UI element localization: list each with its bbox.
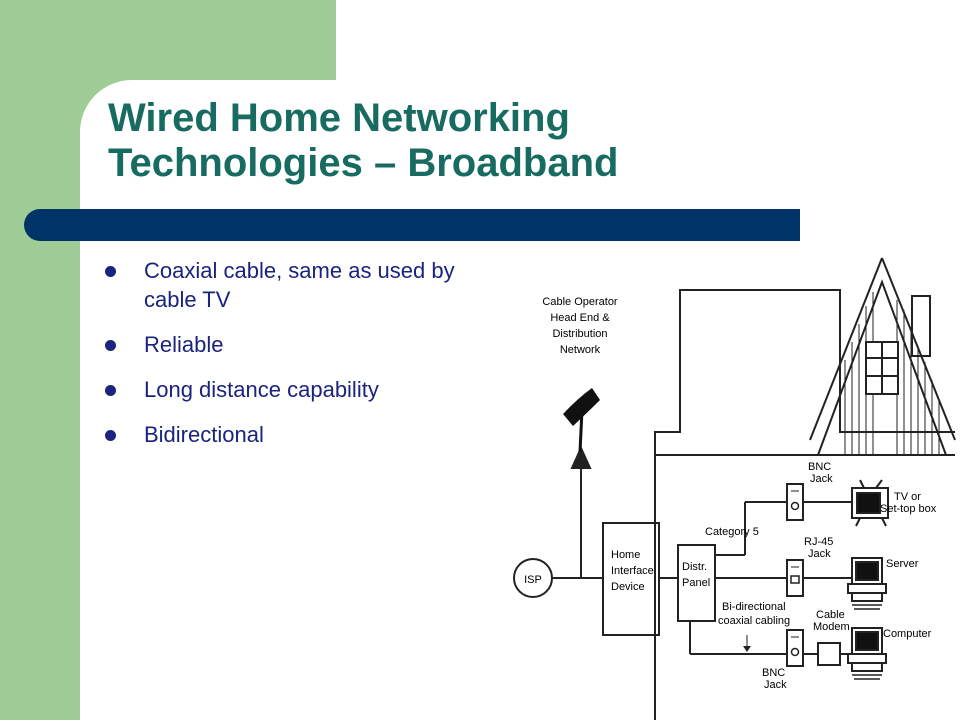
bnc-bottom-label-line-2: Jack [764,679,787,691]
bullet-dot [105,266,116,277]
home-network-diagram: Cable Operator Head End & Distribution N… [513,257,956,720]
rj45-label-line-1: RJ-45 [804,536,833,548]
bullet-item: Reliable [105,330,495,359]
bnc-top-label-line-1: BNC [808,461,831,473]
hid-label-line-2: Interface [611,565,654,577]
bnc-bottom-label-line-1: BNC [762,667,785,679]
bullet-item: Long distance capability [105,375,495,404]
rj45-label-line-2: Jack [808,548,831,560]
content-panel [80,80,960,720]
tv-set-top-box-icon [851,479,889,527]
hid-label-line-3: Device [611,581,645,593]
tv-label-line-1: TV or [894,491,921,503]
slide-title-line-2: Technologies – Broadband [108,141,619,185]
coax-label-line-1: Bi-directional [722,601,786,613]
bnc-top-label-line-2: Jack [810,473,833,485]
bnc-jack-top [786,483,804,521]
cable-modem-box [817,642,841,666]
slide-title: Wired Home Networking Technologies – Bro… [108,96,868,186]
cable-modem-label-line-1: Cable [816,609,845,621]
operator-label-line-2: Head End & [550,312,610,324]
isp-label: ISP [524,574,542,586]
bullet-text: Reliable [144,332,224,357]
category-5-label: Category 5 [705,526,759,538]
hid-label-line-1: Home [611,549,640,561]
gable-window [865,341,899,395]
bnc-jack-bottom [786,629,804,667]
cable-modem-label-line-2: Modem [813,621,850,633]
rj45-jack [786,559,804,597]
panel-label-line-2: Panel [682,577,710,589]
tv-label-line-2: Set-top box [880,503,937,515]
title-underline-bar [24,209,800,241]
bullet-dot [105,385,116,396]
bullet-item: Coaxial cable, same as used by cable TV [105,256,495,314]
coax-label-line-2: coaxial cabling [718,615,790,627]
computer-label: Computer [883,628,932,640]
antenna [570,445,592,578]
bullet-text: Coaxial cable, same as used by cable TV [144,258,455,312]
slide-title-line-1: Wired Home Networking [108,96,570,140]
panel-label-line-1: Distr. [682,561,707,573]
operator-label-line-3: Distribution [552,328,607,340]
operator-label-line-1: Cable Operator [542,296,618,308]
bullet-text: Long distance capability [144,377,379,402]
operator-label-line-4: Network [560,344,601,356]
satellite-dish-icon [563,388,600,453]
server-label: Server [886,558,919,570]
bullet-dot [105,430,116,441]
bullet-dot [105,340,116,351]
house-outline [654,257,956,720]
bullet-text: Bidirectional [144,422,264,447]
bullet-item: Bidirectional [105,420,495,449]
server-computer-icon [847,557,887,610]
computer-icon [847,627,887,680]
bullet-list: Coaxial cable, same as used by cable TV … [105,256,495,465]
